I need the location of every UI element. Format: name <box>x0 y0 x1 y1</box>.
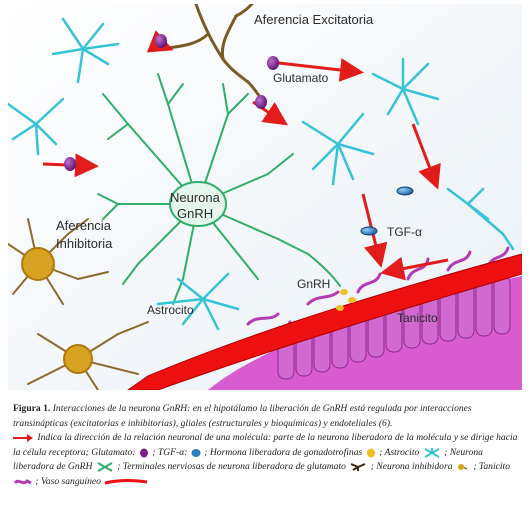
blood-vessel-swatch <box>105 478 148 485</box>
figure-caption: Figura 1. Interacciones de la neurona Gn… <box>13 402 519 490</box>
inhibitory-neuron-1 <box>8 218 109 305</box>
gnrh-hormone-swatch <box>366 448 375 458</box>
caption-nerve-terminals: ; Terminales nerviosas de neurona libera… <box>117 461 346 473</box>
glutamate-molecules <box>64 34 279 171</box>
astrocyte-swatch <box>424 447 440 458</box>
caption-inhibitory: ; Neurona inhibidora <box>370 461 453 473</box>
label-tanycyte: Tanicito <box>397 311 438 325</box>
caption-gnrh-neuron: ; Neurona liberadora de GnRH <box>13 446 483 473</box>
label-gnrh: GnRH <box>297 277 330 291</box>
nerve-terminal-swatch <box>350 463 366 472</box>
caption-tanycyte: ; Tanicito <box>473 461 511 473</box>
tanycyte-swatch <box>14 478 32 485</box>
gnrh-neuron-swatch <box>97 462 113 473</box>
caption-tgf: ; TGF-α: <box>152 446 188 458</box>
arrow-tgf-to-tanycyte <box>380 256 449 281</box>
tgf-alpha-swatch <box>191 448 201 457</box>
astrocyte-center <box>301 112 375 186</box>
astrocyte-top-right <box>371 57 440 126</box>
tgf-alpha-molecules <box>360 186 414 236</box>
label-glutamate: Glutamato <box>273 71 329 85</box>
label-gnrh-neuron-line2: GnRH <box>177 206 213 221</box>
caption-astrocyte: ; Astrocito <box>379 446 420 458</box>
arrow-glutamate <box>269 58 364 82</box>
gnrh-neuron <box>97 73 341 305</box>
astrocyte-top-left <box>51 17 120 84</box>
gnrh-hormone-molecules <box>336 289 356 311</box>
inhibitory-neuron-2 <box>27 321 149 390</box>
blood-vessel <box>127 253 522 390</box>
caption-intro: Interacciones de la neurona GnRH: en el … <box>13 403 472 429</box>
astrocyte-right <box>446 187 515 251</box>
excitatory-afferent <box>166 4 264 102</box>
inhibitory-neuron-swatch <box>457 464 468 471</box>
caption-arrow-text: Indica la dirección de la relación neuro… <box>13 432 518 458</box>
caption-title: Figura 1. <box>13 403 51 414</box>
glutamate-swatch <box>139 448 148 458</box>
label-afferent-inhibitory-line2: Inhibitoria <box>56 236 113 251</box>
caption-gnrh-hormone: ; Hormona liberadora de gonadotrofinas <box>204 446 363 458</box>
caption-glutamate: Glutamato: <box>91 446 136 458</box>
label-gnrh-neuron-line1: Neurona <box>170 190 221 205</box>
label-astrocyte: Astrocito <box>147 303 194 317</box>
astrocyte-bottom <box>156 272 240 331</box>
label-afferent-excitatory: Aferencia Excitatoria <box>254 12 374 27</box>
label-tgf-alpha: TGF-α <box>387 225 422 239</box>
caption-vessel: ; Vaso sanguíneo <box>35 475 101 487</box>
label-afferent-inhibitory-line1: Aferencia <box>56 218 112 233</box>
red-arrow-swatch <box>13 433 35 442</box>
diagram-canvas: Aferencia Excitatoria Glutamato Neurona … <box>8 4 522 390</box>
astrocyte-left <box>8 97 65 156</box>
arrow-glia-down <box>411 123 441 190</box>
diagram-figure: Aferencia Excitatoria Glutamato Neurona … <box>8 4 522 390</box>
